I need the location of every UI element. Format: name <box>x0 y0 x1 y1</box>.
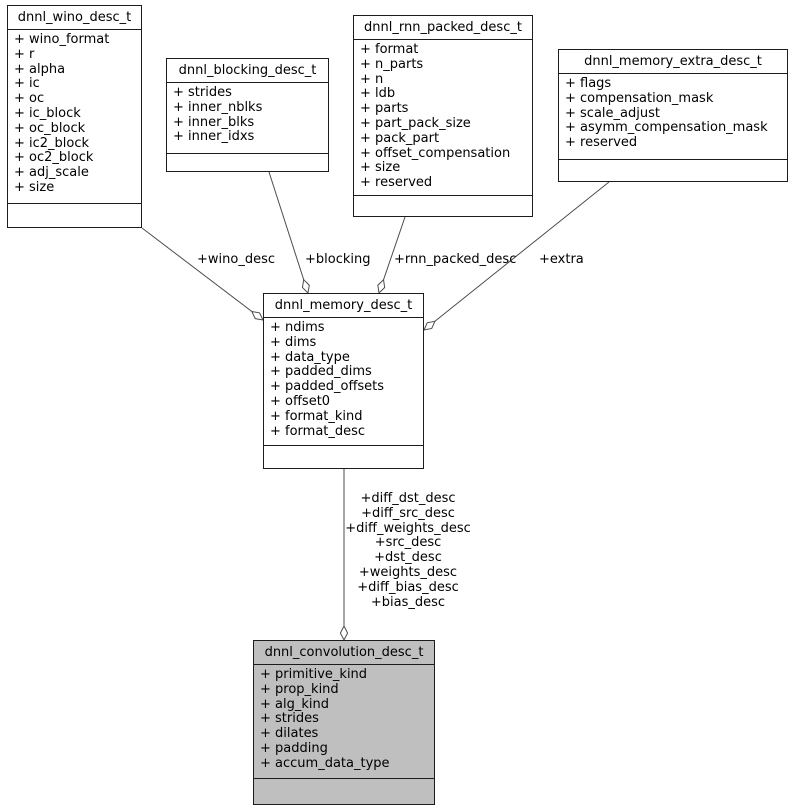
class-dnnl-memory-desc-t[interactable]: dnnl_memory_desc_t + ndims + dims + data… <box>263 293 424 469</box>
class-field: + size <box>14 179 55 195</box>
edge-label: +diff_bias_desc <box>357 579 459 595</box>
class-methods-empty <box>559 159 787 181</box>
class-field: + part_pack_size <box>360 115 471 131</box>
class-field: + ic2_block <box>14 135 90 151</box>
edge-label-rnn-packed-desc: +rnn_packed_desc <box>394 252 517 267</box>
class-attributes: + format + n_parts + n + ldb + parts + p… <box>354 40 532 195</box>
class-title[interactable]: dnnl_wino_desc_t <box>8 6 141 30</box>
class-field: + accum_data_type <box>260 755 390 771</box>
class-field: + alpha <box>14 61 66 77</box>
edge-label-extra: +extra <box>539 252 584 267</box>
class-title[interactable]: dnnl_memory_extra_desc_t <box>559 50 787 74</box>
edge-blocking <box>268 171 308 293</box>
edge-extra <box>424 181 610 330</box>
class-field: + format_kind <box>270 408 363 424</box>
class-field: + offset_compensation <box>360 145 511 161</box>
edge-label: +diff_src_desc <box>361 505 455 521</box>
edge-rnn-packed-desc <box>379 216 406 293</box>
class-field: + strides <box>260 711 319 727</box>
class-dnnl-rnn-packed-desc-t[interactable]: dnnl_rnn_packed_desc_t + format + n_part… <box>353 15 533 217</box>
class-field: + format <box>360 42 419 57</box>
class-field: + reserved <box>360 175 433 191</box>
class-dnnl-convolution-desc-t[interactable]: dnnl_convolution_desc_t + primitive_kind… <box>253 640 435 805</box>
class-field: + alg_kind <box>260 696 329 712</box>
class-field: + parts <box>360 101 409 117</box>
edge-label: +src_desc <box>374 535 442 551</box>
class-field: + ic <box>14 76 40 92</box>
class-field: + padded_dims <box>270 364 372 380</box>
class-dnnl-memory-extra-desc-t[interactable]: dnnl_memory_extra_desc_t + flags + compe… <box>558 49 788 182</box>
class-field: + padded_offsets <box>270 379 385 395</box>
class-field: + pack_part <box>360 130 440 146</box>
class-field: + prop_kind <box>260 681 339 697</box>
class-title[interactable]: dnnl_convolution_desc_t <box>254 641 434 665</box>
class-field: + offset0 <box>270 393 331 409</box>
class-field: + format_desc <box>270 423 366 439</box>
edge-label-wino-desc: +wino_desc <box>197 252 275 267</box>
class-methods-empty <box>264 445 423 468</box>
class-field: + data_type <box>270 349 350 365</box>
edge-label: +dst_desc <box>374 550 442 566</box>
class-field: + primitive_kind <box>260 667 368 682</box>
class-attributes: + strides + inner_nblks + inner_blks + i… <box>167 83 328 153</box>
class-field: + ndims <box>270 320 325 335</box>
class-field: + inner_nblks <box>173 99 263 115</box>
class-attributes: + ndims + dims + data_type + padded_dims… <box>264 318 423 445</box>
class-dnnl-blocking-desc-t[interactable]: dnnl_blocking_desc_t + strides + inner_n… <box>166 58 329 172</box>
class-field: + reserved <box>565 135 638 151</box>
class-field: + n_parts <box>360 56 424 72</box>
class-field: + ldb <box>360 86 396 102</box>
class-field: + strides <box>173 85 232 100</box>
class-field: + asymm_compensation_mask <box>565 120 768 136</box>
class-methods-empty <box>167 153 328 171</box>
edge-wino-desc <box>141 227 263 320</box>
class-field: + size <box>360 160 401 176</box>
class-field: + dims <box>270 334 317 350</box>
class-methods-empty <box>8 203 141 227</box>
class-attributes: + wino_format + r + alpha + ic + oc + ic… <box>8 30 141 203</box>
class-field: + inner_blks <box>173 114 255 130</box>
class-field: + dilates <box>260 726 319 742</box>
edge-label-blocking: +blocking <box>305 252 371 267</box>
class-attributes: + primitive_kind + prop_kind + alg_kind … <box>254 665 434 778</box>
edge-label: +diff_weights_desc <box>345 520 471 536</box>
class-methods-empty <box>354 195 532 216</box>
class-field: + compensation_mask <box>565 90 714 106</box>
class-field: + scale_adjust <box>565 105 660 121</box>
class-field: + oc2_block <box>14 150 94 166</box>
class-attributes: + flags + compensation_mask + scale_adju… <box>559 74 787 159</box>
class-field: + oc_block <box>14 120 86 136</box>
class-title[interactable]: dnnl_blocking_desc_t <box>167 59 328 83</box>
class-methods-empty <box>254 778 434 804</box>
class-title[interactable]: dnnl_memory_desc_t <box>264 294 423 318</box>
class-field: + n <box>360 71 384 87</box>
class-field: + adj_scale <box>14 165 89 181</box>
class-dnnl-wino-desc-t[interactable]: dnnl_wino_desc_t + wino_format + r + alp… <box>7 5 142 228</box>
class-field: + wino_format <box>14 32 110 47</box>
class-field: + r <box>14 46 35 62</box>
edge-labels-convolution-members: +diff_dst_desc +diff_src_desc +diff_weig… <box>345 491 471 610</box>
class-field: + oc <box>14 91 45 107</box>
class-field: + inner_idxs <box>173 129 255 145</box>
edge-label: +bias_desc <box>370 594 446 610</box>
edge-label: +weights_desc <box>358 564 458 580</box>
class-field: + flags <box>565 76 612 91</box>
class-field: + ic_block <box>14 105 81 121</box>
class-field: + padding <box>260 740 328 756</box>
edge-label: +diff_dst_desc <box>360 491 456 506</box>
class-title[interactable]: dnnl_rnn_packed_desc_t <box>354 16 532 40</box>
